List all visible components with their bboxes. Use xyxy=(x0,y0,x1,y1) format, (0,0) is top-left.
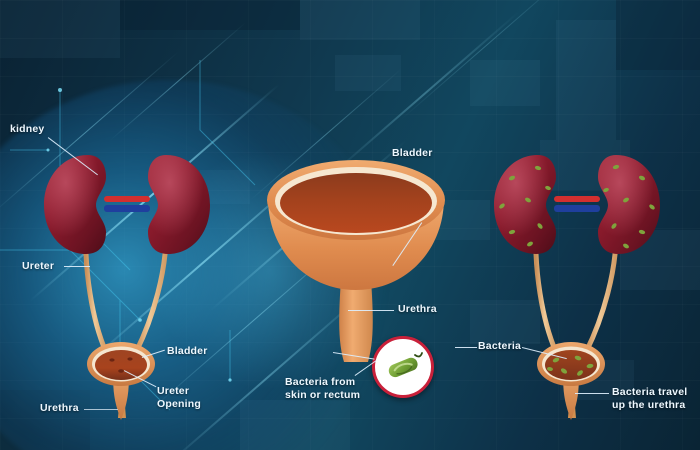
renal-vessels xyxy=(104,196,150,212)
label-bacteria-right: Bacteria xyxy=(478,340,522,352)
label-bacteria-travel: Bacteria travel up the urethra xyxy=(612,386,688,411)
leader-urethra-left xyxy=(84,409,118,411)
center-bladder-diagram xyxy=(267,160,445,362)
label-ureter-opening: Ureter Opening xyxy=(157,385,201,410)
kidney-right-organ xyxy=(148,155,210,254)
kidney-left-organ xyxy=(44,155,106,254)
kidney-bacteria-spots-right xyxy=(603,164,655,249)
infected-kidney-right xyxy=(598,155,660,254)
bacteria-icon xyxy=(388,352,423,378)
bladder-left xyxy=(87,342,155,420)
label-bladder-left: Bladder xyxy=(167,345,208,357)
infected-kidney-left xyxy=(494,155,556,254)
leader-bacteria-right-in xyxy=(455,347,477,349)
label-bacteria-source: Bacteria from skin or rectum xyxy=(285,376,361,401)
kidney-bacteria-spots-left xyxy=(499,165,551,247)
label-urethra-left: Urethra xyxy=(40,402,79,414)
bacteria-inset-circle xyxy=(372,336,434,398)
bladder-bacteria-spots xyxy=(547,355,594,376)
label-urethra-center: Urethra xyxy=(398,303,437,315)
label-ureter: Ureter xyxy=(22,260,55,272)
leader-bacteria-travel xyxy=(575,393,609,395)
leader-urethra-center xyxy=(348,310,394,312)
label-bladder-center: Bladder xyxy=(392,147,433,159)
right-renal-vessels xyxy=(554,196,600,212)
right-urinary-system xyxy=(494,155,660,420)
leader-ureter xyxy=(64,266,90,268)
label-kidney: kidney xyxy=(10,123,45,135)
